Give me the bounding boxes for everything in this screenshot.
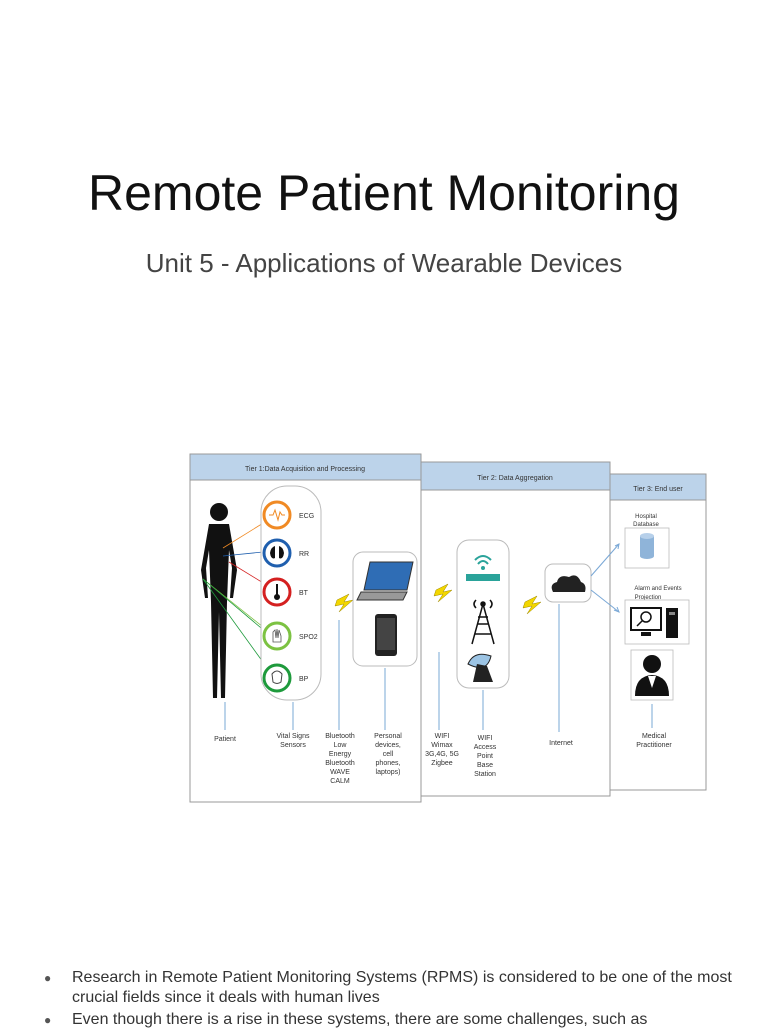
label-wifi-3: 3G,4G, 5G [425, 751, 459, 758]
label-pd-5: laptops) [376, 769, 401, 776]
label-vital-2: Sensors [280, 742, 306, 749]
alarm-label-1: Alarm and Events [634, 586, 681, 592]
sensor-bt: BT [262, 577, 309, 607]
sensor-label-bt: BT [299, 590, 309, 597]
sensor-bp: BP [262, 663, 309, 693]
label-ap-1: WIFI [478, 735, 493, 742]
cloud-arrows [590, 543, 620, 613]
hospital-label-2: Database [633, 522, 659, 528]
tier2-panel: Tier 2: Data Aggregation [419, 461, 611, 797]
tier3-title: Tier 3: End user [633, 486, 683, 493]
slide-subtitle: Unit 5 - Applications of Wearable Device… [145, 248, 623, 278]
label-internet: Internet [549, 740, 573, 747]
leader-lines [224, 604, 653, 732]
rpm-architecture-diagram: Tier 3: End user Tier 2: Data Aggregatio… [189, 453, 707, 803]
label-pd-2: devices, [375, 742, 401, 749]
label-med-2: Practitioner [636, 742, 672, 749]
label-bt-1: Bluetooth [325, 733, 355, 740]
hospital-label-1: Hospital [635, 514, 657, 520]
sensor-label-ecg: ECG [299, 513, 314, 520]
bullet-dot-icon: ● [44, 971, 52, 985]
label-bt-5: WAVE [330, 769, 350, 776]
label-pd-3: cell [383, 751, 394, 758]
sensor-rr: RR [262, 538, 309, 568]
alarm-label-2: Projection [635, 595, 662, 601]
label-ap-3: Point [477, 753, 493, 760]
lightning-bolt-icon [334, 583, 542, 615]
label-med-1: Medical [642, 733, 667, 740]
label-pd-4: phones, [376, 760, 401, 767]
label-ap-4: Base [477, 762, 493, 769]
monitor-icon [630, 607, 678, 638]
phone-icon [375, 614, 397, 656]
label-patient: Patient [214, 736, 236, 743]
label-ap-5: Station [474, 771, 496, 778]
sensor-ecg: ECG [262, 500, 314, 530]
slide-title: Remote Patient Monitoring [88, 165, 680, 221]
label-bt-2: Low [334, 742, 348, 749]
cloud-icon [551, 575, 586, 592]
tier2-title: Tier 2: Data Aggregation [477, 475, 553, 482]
label-wifi-1: WIFI [435, 733, 450, 740]
label-bt-4: Bluetooth [325, 760, 355, 767]
label-bt-3: Energy [329, 751, 352, 758]
tier1-title: Tier 1:Data Acquisition and Processing [245, 466, 365, 473]
doctor-icon [630, 649, 674, 701]
label-ap-2: Access [474, 744, 497, 751]
sensor-spo2: SPO2 [262, 621, 318, 651]
satellite-dish-icon [467, 653, 493, 682]
database-icon [640, 533, 654, 559]
label-vital-1: Vital Signs [277, 733, 310, 740]
label-wifi-2: Wimax [431, 742, 453, 749]
sensor-label-spo2: SPO2 [299, 634, 318, 641]
label-bt-6: CALM [330, 778, 350, 785]
sensor-label-rr: RR [299, 551, 309, 558]
bullet-list: ● Research in Remote Patient Monitoring S… [40, 968, 740, 1032]
cell-tower-icon [471, 599, 495, 645]
patient-figure [201, 503, 237, 698]
bullet-text: Even though there is a rise in these sys… [72, 1011, 648, 1028]
list-item: ● Research in Remote Patient Monitoring S… [40, 968, 740, 1008]
bullet-dot-icon: ● [44, 1013, 52, 1027]
router-icon [466, 555, 500, 581]
label-wifi-4: Zigbee [431, 760, 453, 767]
label-pd-1: Personal [374, 733, 402, 740]
laptop-icon [356, 561, 414, 601]
list-item: ● Even though there is a rise in these sy… [40, 1010, 740, 1030]
sensor-label-bp: BP [299, 676, 309, 683]
bullet-text: Research in Remote Patient Monitoring Sy… [72, 969, 732, 1006]
